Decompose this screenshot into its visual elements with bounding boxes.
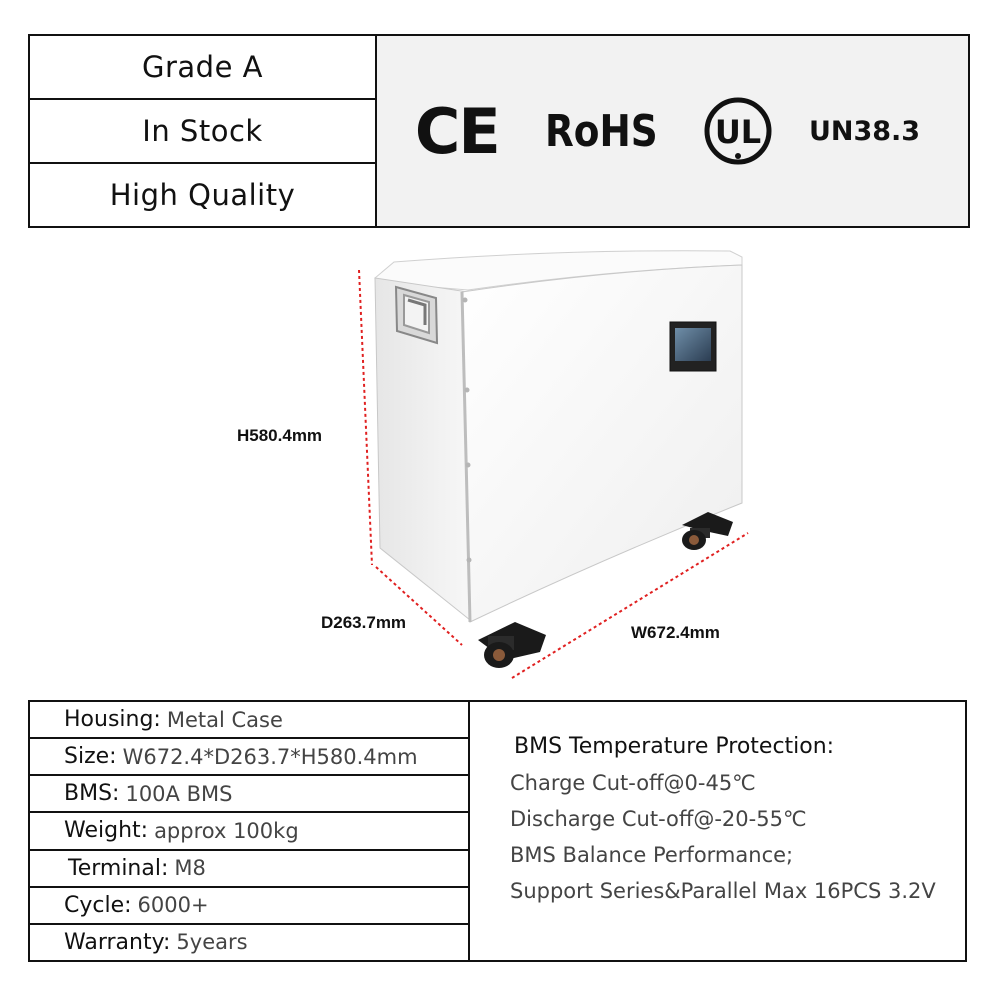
ul-mark-icon: UL <box>703 96 773 166</box>
rohs-mark-icon: RoHS <box>544 105 658 157</box>
spec-key: BMS: <box>64 781 120 807</box>
bms-line: Discharge Cut-off@-20-55℃ <box>510 807 807 831</box>
spec-row-housing: Housing: Metal Case <box>30 702 470 737</box>
spec-key: Size: <box>64 744 117 770</box>
spec-row-terminal: Terminal: M8 <box>30 848 470 886</box>
height-label: H580.4mm <box>237 426 323 445</box>
spec-value: 5years <box>176 930 248 955</box>
bms-title: BMS Temperature Protection: <box>514 734 835 759</box>
spec-key: Housing: <box>64 707 161 733</box>
certification-panel: CE RoHS UL UN38.3 <box>377 36 968 226</box>
caster-front-icon <box>478 622 546 668</box>
spec-row-warranty: Warranty: 5years <box>30 922 470 960</box>
battery-cabinet-icon <box>358 250 749 679</box>
spec-key: Warranty: <box>64 929 171 955</box>
lcd-screen-icon <box>669 321 717 372</box>
badge-stock: In Stock <box>30 98 375 162</box>
spec-row-bms: BMS: 100A BMS <box>30 774 470 811</box>
header-table: Grade A In Stock High Quality CE RoHS UL… <box>28 34 970 228</box>
spec-key: Terminal: <box>68 855 169 881</box>
spec-value: approx 100kg <box>154 818 299 843</box>
spec-value: 100A BMS <box>125 781 233 806</box>
spec-value: M8 <box>174 856 206 881</box>
product-illustration: H580.4mm D263.7mm W672.4mm <box>0 240 1000 690</box>
spec-value: Metal Case <box>166 707 283 732</box>
spec-row-size: Size: W672.4*D263.7*H580.4mm <box>30 737 470 774</box>
badge-grade: Grade A <box>142 50 263 84</box>
caster-rear-icon <box>682 512 733 550</box>
depth-label: D263.7mm <box>321 613 407 632</box>
spec-row-cycle: Cycle: 6000+ <box>30 885 470 923</box>
spec-table: Housing: Metal Case Size: W672.4*D263.7*… <box>28 700 470 962</box>
spec-row-weight: Weight: approx 100kg <box>30 811 470 848</box>
bms-line: BMS Balance Performance; <box>510 843 794 867</box>
badge-quality: High Quality <box>30 162 375 226</box>
bms-line: Charge Cut-off@0-45℃ <box>510 771 756 795</box>
dimension-lines <box>358 269 749 679</box>
spec-key: Weight: <box>64 818 149 844</box>
width-label: W672.4mm <box>631 623 720 642</box>
svg-text:UL: UL <box>715 113 761 151</box>
un383-mark-icon: UN38.3 <box>808 115 921 147</box>
badge-column: Grade A In Stock High Quality <box>30 36 377 226</box>
bms-protection-panel: BMS Temperature Protection: Charge Cut-o… <box>468 700 967 962</box>
bms-line: Support Series&Parallel Max 16PCS 3.2V <box>510 879 936 903</box>
ce-mark-icon: CE <box>414 94 501 168</box>
spec-value: 6000+ <box>137 893 209 918</box>
spec-key: Cycle: <box>64 892 132 918</box>
handle-icon <box>394 285 439 345</box>
spec-value: W672.4*D263.7*H580.4mm <box>122 744 418 769</box>
